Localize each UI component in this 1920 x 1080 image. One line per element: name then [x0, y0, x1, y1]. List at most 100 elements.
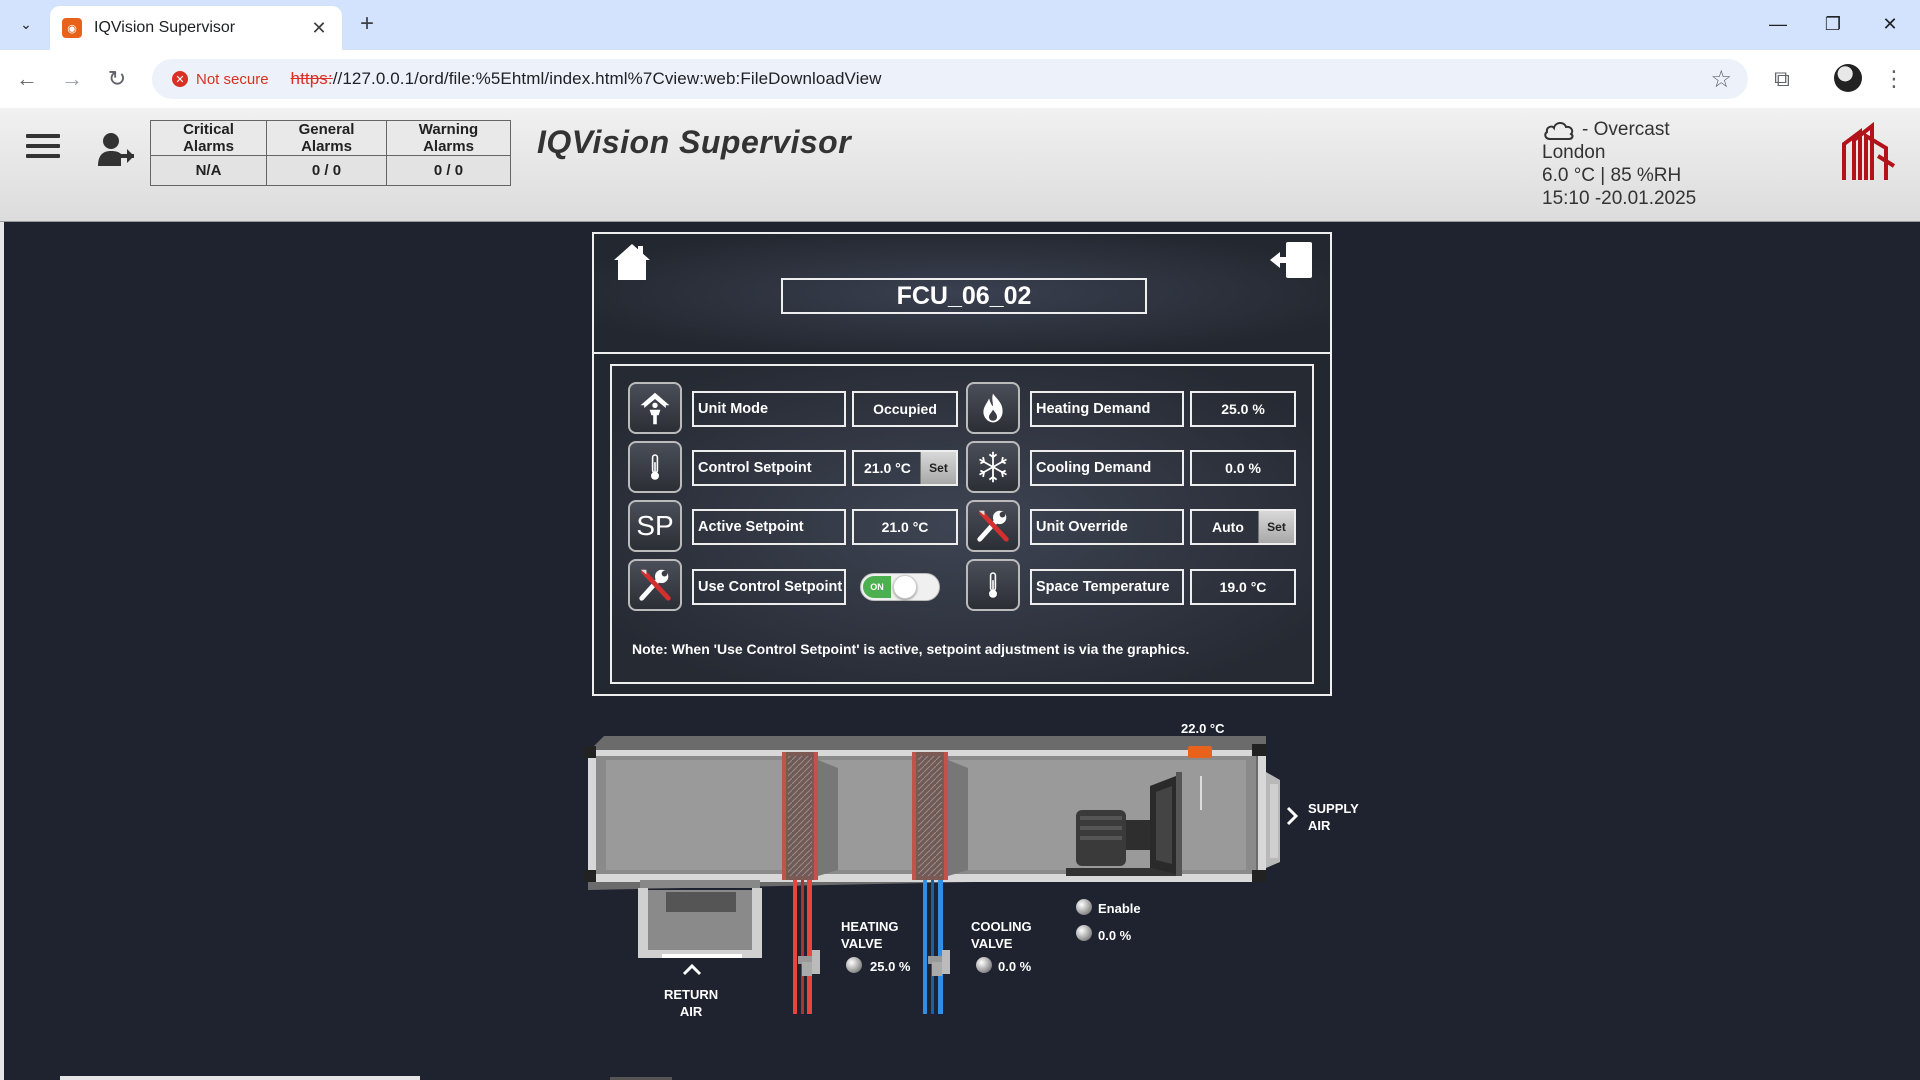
cooling-demand-value: 0.0 %: [1190, 450, 1296, 486]
fan-speed-value: 0.0 %: [1098, 928, 1132, 943]
unit-mode-icon: [628, 382, 682, 434]
fan-speed-led: [1076, 925, 1092, 941]
bookmark-star-icon[interactable]: ☆: [1710, 66, 1732, 93]
heating-valve-value: 25.0 %: [870, 959, 911, 974]
app-header: Critical Alarms General Alarms Warning A…: [0, 108, 1920, 222]
fcu-unit-drawing: [584, 736, 1299, 1014]
space-temperature-value: 19.0 °C: [1190, 569, 1296, 605]
thermometer-icon: [628, 441, 682, 493]
override-wrench-icon: [966, 500, 1020, 552]
toggle-knob: [893, 575, 917, 599]
fcu-graphic: 22.0 °C SUPPLY AIR RETURN AIR HEATING VA…: [576, 700, 1376, 1020]
cooling-valve-value: 0.0 %: [998, 959, 1032, 974]
tools-wrench-icon: [628, 559, 682, 611]
heating-valve-line1: HEATING: [841, 919, 899, 934]
home-icon[interactable]: [610, 240, 654, 284]
reload-icon[interactable]: ↻: [107, 66, 127, 91]
parameters-box: [610, 364, 1314, 684]
supply-temperature: 22.0 °C: [1181, 721, 1225, 736]
control-setpoint-set-button[interactable]: Set: [920, 452, 956, 484]
return-air-line2: AIR: [679, 1004, 703, 1019]
warning-alarms-value[interactable]: 0 / 0: [386, 155, 511, 186]
app-title: IQVision Supervisor: [537, 124, 852, 160]
weather-datetime: 15:10 -20.01.2025: [1542, 188, 1697, 209]
cloud-icon: [1544, 121, 1574, 140]
hamburger-menu-icon[interactable]: [26, 134, 60, 166]
page-left-edge: [0, 222, 4, 1080]
setpoint-sp-icon: SP: [628, 500, 682, 552]
heating-demand-value: 25.0 %: [1190, 391, 1296, 427]
supply-air-line2: AIR: [1308, 818, 1331, 833]
general-alarms-value[interactable]: 0 / 0: [266, 155, 387, 186]
scrollbar-thumb[interactable]: [610, 1077, 672, 1080]
control-setpoint-value[interactable]: 21.0 °C Set: [852, 450, 958, 486]
unit-override-set-button[interactable]: Set: [1258, 511, 1294, 543]
flame-icon: [966, 382, 1020, 434]
warning-alarms-header: Warning Alarms: [386, 120, 511, 156]
unit-override-text: Auto: [1212, 519, 1244, 535]
user-login-icon[interactable]: [96, 130, 136, 170]
unit-override-value[interactable]: Auto Set: [1190, 509, 1296, 545]
weather-location: London: [1542, 142, 1606, 163]
critical-alarms-value[interactable]: N/A: [150, 155, 267, 186]
extensions-puzzle-icon[interactable]: ⧉: [1774, 66, 1790, 91]
unit-mode-value: Occupied: [852, 391, 958, 427]
fan-enable-label: Enable: [1098, 901, 1141, 916]
control-setpoint-text: 21.0 °C: [864, 460, 911, 476]
browser-tab[interactable]: ◉ IQVision Supervisor ✕: [50, 6, 342, 50]
cooling-demand-label: Cooling Demand: [1030, 450, 1184, 486]
critical-alarms-header: Critical Alarms: [150, 120, 267, 156]
new-tab-button[interactable]: +: [359, 10, 374, 37]
cooling-valve-line2: VALVE: [971, 936, 1013, 951]
weather-readings: 6.0 °C | 85 %RH: [1542, 165, 1682, 186]
unit-override-label: Unit Override: [1030, 509, 1184, 545]
return-air-label: RETURN AIR: [664, 986, 718, 1020]
space-thermometer-icon: [966, 559, 1020, 611]
url-path: //127.0.0.1/ord/file:%5Ehtml/index.html%…: [332, 69, 882, 88]
url-text[interactable]: https://127.0.0.1/ord/file:%5Ehtml/index…: [291, 69, 882, 89]
window-close-icon[interactable]: ✕: [1882, 14, 1898, 34]
heating-valve-status-led: [846, 957, 862, 973]
heating-valve-label: HEATING VALVE: [841, 918, 899, 952]
use-control-setpoint-label: Use Control Setpoint: [692, 569, 846, 605]
unit-mode-label: Unit Mode: [692, 391, 846, 427]
return-air-line1: RETURN: [664, 987, 719, 1002]
building-logo-icon: [1842, 121, 1896, 180]
control-setpoint-label: Control Setpoint: [692, 450, 846, 486]
more-menu-icon[interactable]: ⋮: [1883, 66, 1905, 91]
sp-icon-text: SP: [636, 510, 674, 541]
horizontal-scrollbar[interactable]: [60, 1076, 420, 1080]
address-toolbar: ← → ↻ ✕ Not secure https://127.0.0.1/ord…: [0, 50, 1920, 108]
space-temperature-label: Space Temperature: [1030, 569, 1184, 605]
tab-search-chevron-icon[interactable]: ⌄: [20, 15, 32, 32]
security-chip[interactable]: ✕ Not secure: [166, 64, 279, 94]
weather-panel: - Overcast London 6.0 °C | 85 %RH 15:10 …: [1542, 118, 1696, 210]
forward-arrow-icon[interactable]: →: [61, 66, 83, 91]
cooling-valve-status-led: [976, 957, 992, 973]
favicon-icon: ◉: [62, 18, 82, 38]
cooling-valve-line1: COOLING: [971, 919, 1032, 934]
profile-avatar[interactable]: [1834, 64, 1862, 92]
use-control-setpoint-toggle[interactable]: ON: [860, 573, 940, 601]
toggle-on-text: ON: [863, 576, 891, 598]
tab-close-icon[interactable]: ✕: [311, 17, 327, 38]
restore-icon[interactable]: ❐: [1824, 14, 1842, 34]
general-alarms-header: General Alarms: [266, 120, 387, 156]
active-setpoint-value: 21.0 °C: [852, 509, 958, 545]
exit-icon[interactable]: [1268, 240, 1314, 280]
supply-air-line1: SUPPLY: [1308, 801, 1359, 816]
tab-title: IQVision Supervisor: [94, 19, 236, 36]
cooling-valve-label: COOLING VALVE: [971, 918, 1032, 952]
weather-condition: - Overcast: [1582, 119, 1670, 140]
setpoint-note: Note: When 'Use Control Setpoint' is act…: [632, 641, 1190, 657]
minimize-icon[interactable]: —: [1769, 14, 1787, 34]
unit-name: FCU_06_02: [781, 278, 1147, 314]
url-scheme: https:: [290, 69, 333, 88]
browser-tab-strip: ⌄ ◉ IQVision Supervisor ✕ + — ❐ ✕: [0, 0, 1920, 50]
supply-air-label: SUPPLY AIR: [1308, 800, 1359, 834]
alarm-summary-table: Critical Alarms General Alarms Warning A…: [150, 120, 511, 186]
omnibox[interactable]: ✕ Not secure https://127.0.0.1/ord/file:…: [152, 59, 1748, 99]
security-label: Not secure: [196, 70, 269, 88]
back-arrow-icon[interactable]: ←: [16, 66, 38, 91]
fan-enable-led: [1076, 899, 1092, 915]
